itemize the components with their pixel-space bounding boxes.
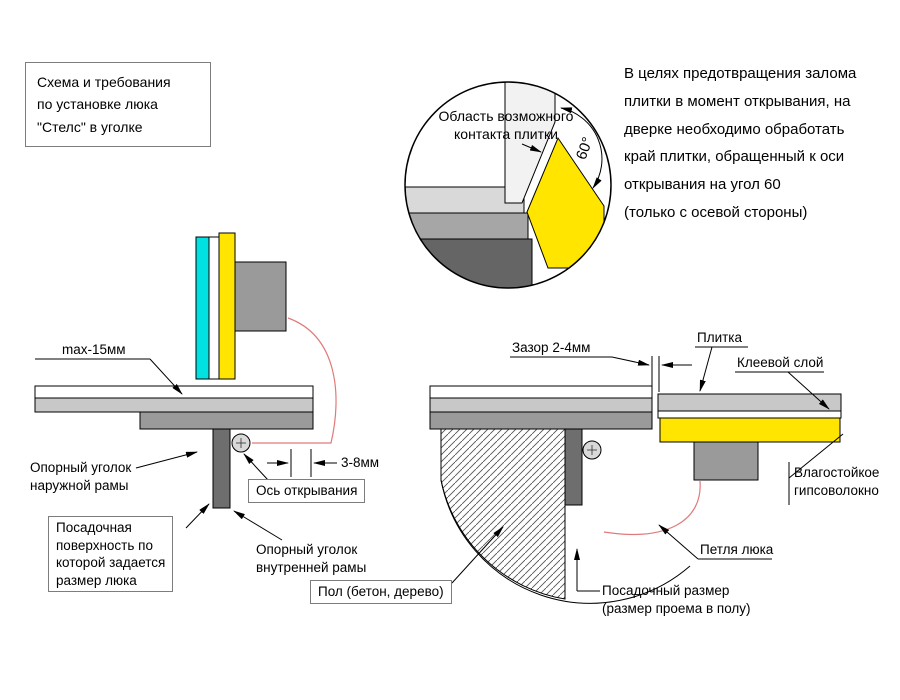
- door-glue-layer: [208, 236, 220, 380]
- outer-angle-leader: [135, 451, 198, 469]
- door-tile-layer: [195, 236, 210, 380]
- detail-label-leader: [521, 143, 542, 153]
- seating-surface-label: Посадочная поверхность по которой задает…: [48, 516, 174, 593]
- axis-label: Ось открывания: [248, 479, 366, 503]
- detail-contact-label: Область возможного контакта плитки: [438, 108, 574, 143]
- inner-frame-angle-post: [212, 428, 231, 509]
- hinge-label: Петля люка: [700, 542, 774, 557]
- concrete-floor-hatched: [440, 428, 566, 600]
- detail-circle-outline: [404, 81, 612, 289]
- hatch-door-gypsum-layer: [659, 417, 841, 443]
- max-offset-leader: [149, 358, 183, 395]
- corner-section-left: [34, 232, 337, 541]
- hatch-door-tile-layer: [657, 393, 842, 412]
- seat-size-label: Посадочный размер (размер проема в полу): [602, 583, 751, 616]
- outer-frame-angle-right: [429, 411, 653, 430]
- glue-leader: [787, 371, 830, 410]
- gap-2-4-label: Зазор 2-4мм: [512, 340, 591, 355]
- seating-surface-leader: [185, 503, 210, 529]
- detail-frame-angle-block: [405, 238, 533, 288]
- detail-door-tile-chamfered: [504, 82, 556, 204]
- floor-top-layer: [34, 385, 314, 399]
- max-offset-label: max-15мм: [62, 342, 126, 357]
- corner-section-right: [429, 346, 844, 604]
- swing-envelope-arc: [440, 479, 691, 604]
- outer-angle-label: Опорный уголок наружной рамы: [30, 460, 132, 493]
- floor-top-layer-right: [429, 385, 653, 399]
- gap-3-8-label: 3-8мм: [341, 455, 380, 470]
- gypsum-label: Влагостойкое гипсоволокно: [794, 465, 880, 498]
- floor-label-leader: [451, 526, 504, 584]
- detail-floor-glue-layer: [405, 212, 529, 240]
- note-text: В целях предотвращения залома плитки в м…: [624, 65, 857, 221]
- hinge-leader: [658, 524, 699, 560]
- axis-leader: [243, 453, 269, 481]
- swing-arc-right: [603, 480, 701, 535]
- door-gypsum-layer: [218, 232, 236, 380]
- gypsum-leader: [788, 433, 844, 479]
- angle-value-label: 60°: [573, 135, 597, 162]
- outer-frame-angle: [139, 411, 314, 430]
- inner-frame-angle-post-right: [564, 428, 583, 506]
- hatch-door-glue-layer: [657, 410, 842, 419]
- floor-label: Пол (бетон, дерево): [310, 580, 452, 604]
- swing-arc-left: [252, 317, 337, 444]
- gap-arrow-left: [611, 356, 650, 366]
- glue-label: Клеевой слой: [737, 355, 824, 370]
- inner-angle-label: Опорный уголок внутренней рамы: [256, 542, 367, 575]
- floor-tile-layer: [34, 397, 314, 413]
- door-frame-block: [234, 261, 287, 332]
- inner-angle-leader: [233, 510, 283, 541]
- hatch-door-frame-block: [693, 441, 759, 481]
- angle-dimension-arc: [560, 107, 603, 189]
- tile-leader: [699, 346, 713, 392]
- title-box: Схема и требования по установке люка "Ст…: [25, 62, 211, 148]
- tile-label: Плитка: [697, 330, 743, 345]
- floor-tile-layer-right: [429, 397, 653, 413]
